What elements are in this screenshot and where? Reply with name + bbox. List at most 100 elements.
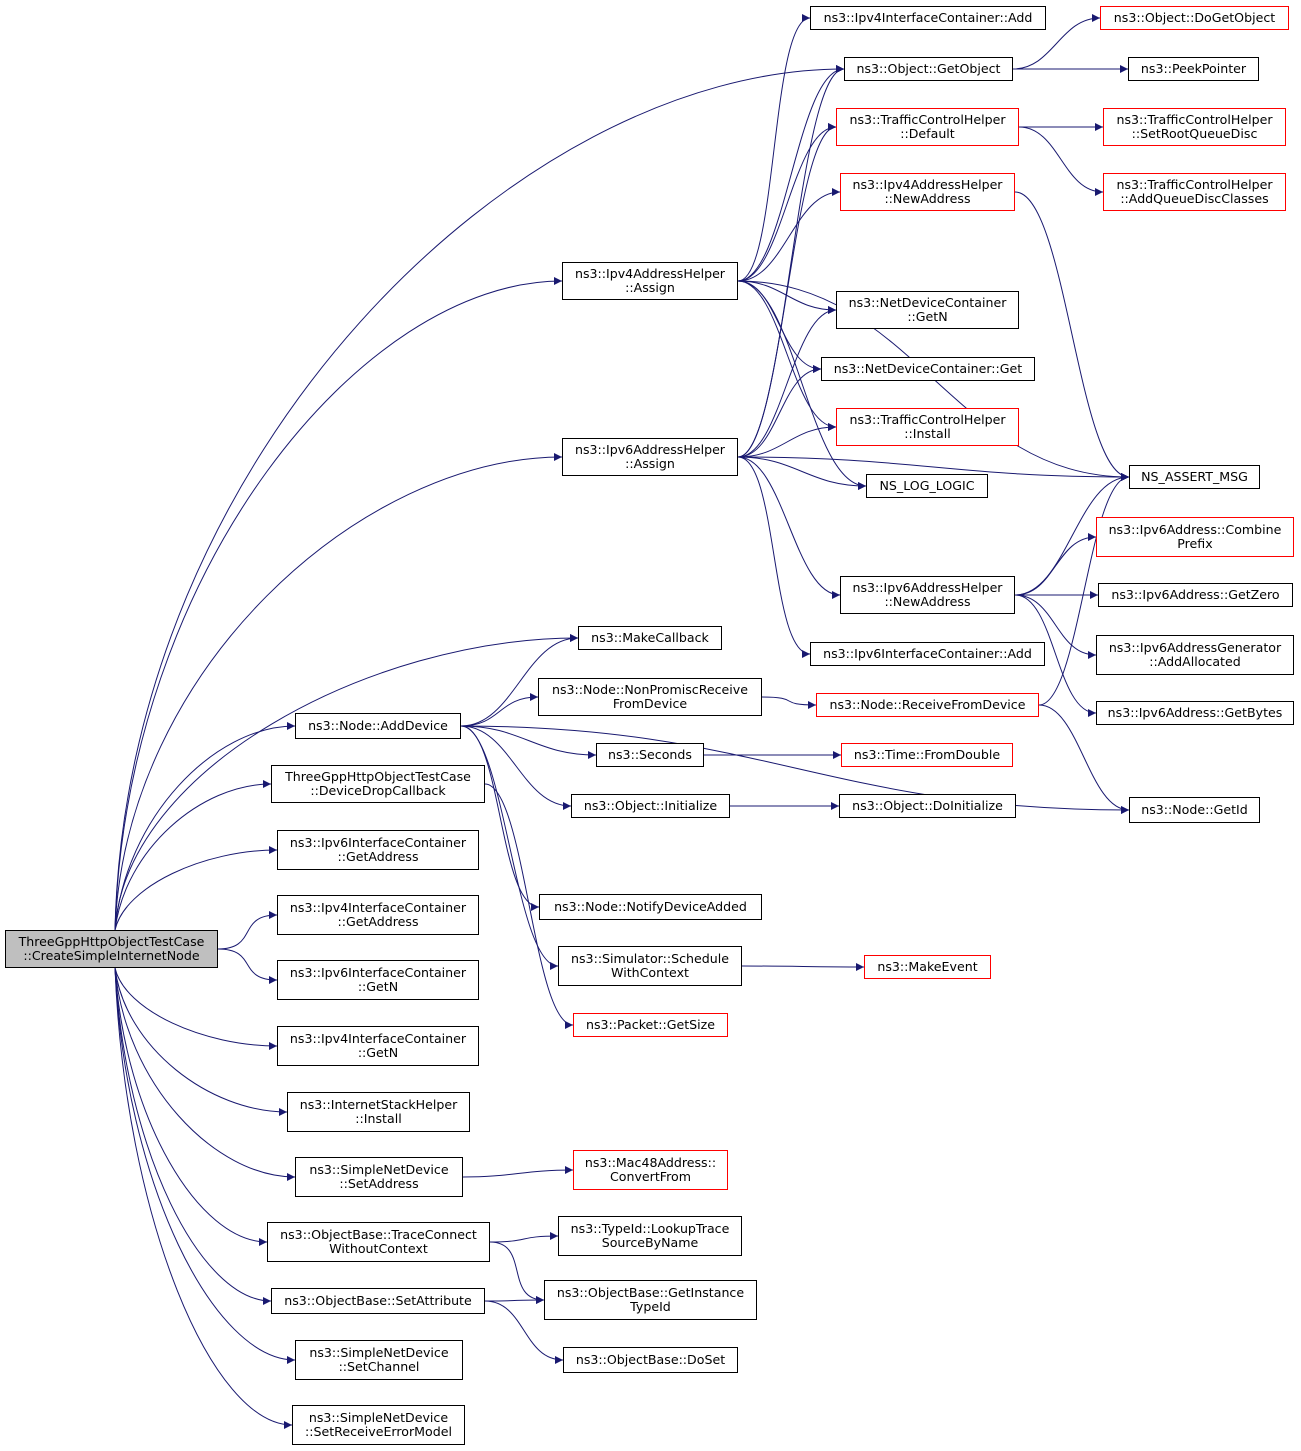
edge-v6ah-assign-to-ns-log-logic: [737, 456, 867, 490]
node-label-line: ns3::Node::NonPromiscReceive: [551, 681, 749, 697]
edge-root-to-v6ic-getn: [217, 948, 278, 984]
node-seconds[interactable]: ns3::Seconds: [596, 743, 704, 767]
node-label-line: ThreeGppHttpObjectTestCase: [285, 768, 471, 784]
edge-v4ah-assign-to-ndc-getn: [737, 280, 837, 314]
node-label-line: ns3::Seconds: [608, 746, 692, 762]
node-ns-assert-msg[interactable]: NS_ASSERT_MSG: [1129, 465, 1260, 489]
node-ish-install[interactable]: ns3::InternetStackHelper::Install: [287, 1092, 470, 1132]
node-ndc-get[interactable]: ns3::NetDeviceContainer::Get: [821, 357, 1035, 381]
node-label-line: ::GetN: [357, 979, 399, 994]
node-label-line: ns3::PeekPointer: [1140, 60, 1247, 76]
node-label-line: ns3::Ipv6Address::Combine: [1108, 521, 1282, 537]
node-snd-seterrormodel[interactable]: ns3::SimpleNetDevice::SetReceiveErrorMod…: [292, 1405, 465, 1445]
node-v6a-getzero[interactable]: ns3::Ipv6Address::GetZero: [1098, 583, 1293, 607]
node-label-line: ns3::Ipv4InterfaceContainer::Add: [823, 9, 1033, 25]
node-label-line: NS_LOG_LOGIC: [879, 477, 975, 493]
node-node-adddevice[interactable]: ns3::Node::AddDevice: [295, 713, 461, 739]
node-ndc-getn[interactable]: ns3::NetDeviceContainer::GetN: [836, 291, 1019, 329]
node-mac48-convertfrom[interactable]: ns3::Mac48Address::ConvertFrom: [573, 1150, 728, 1190]
edge-node-adddevice-to-makecallback: [460, 634, 579, 727]
node-v6ic-getn[interactable]: ns3::Ipv6InterfaceContainer::GetN: [277, 960, 479, 1000]
node-label-line: ::Assign: [625, 456, 675, 471]
node-label-line: ns3::Ipv6AddressHelper: [574, 441, 725, 457]
node-v4ah-assign[interactable]: ns3::Ipv4AddressHelper::Assign: [562, 262, 738, 300]
edge-v4ah-assign-to-tch-install: [737, 280, 837, 431]
edge-root-to-v4ah-assign: [114, 277, 563, 931]
node-node-notify[interactable]: ns3::Node::NotifyDeviceAdded: [539, 894, 762, 920]
node-label-line: ns3::Mac48Address::: [584, 1154, 717, 1170]
node-label-line: ::GetN: [357, 1045, 399, 1060]
node-v4ic-getaddress[interactable]: ns3::Ipv4InterfaceContainer::GetAddress: [277, 895, 479, 935]
node-ob-doset[interactable]: ns3::ObjectBase::DoSet: [563, 1347, 738, 1373]
node-v6a-getbytes[interactable]: ns3::Ipv6Address::GetBytes: [1096, 701, 1294, 725]
node-label-line: ::NewAddress: [884, 191, 971, 206]
node-v6ic-add[interactable]: ns3::Ipv6InterfaceContainer::Add: [810, 642, 1045, 666]
node-packet-getsize[interactable]: ns3::Packet::GetSize: [573, 1013, 728, 1037]
node-node-getid[interactable]: ns3::Node::GetId: [1129, 797, 1260, 823]
node-label-line: ::Default: [900, 126, 955, 141]
edge-node-nonpromisc-to-node-receive: [761, 696, 817, 709]
node-label-line: ns3::ObjectBase::TraceConnect: [280, 1226, 477, 1242]
node-node-receive[interactable]: ns3::Node::ReceiveFromDevice: [816, 693, 1039, 717]
node-label-line: ns3::Simulator::Schedule: [571, 950, 729, 966]
node-label-line: ns3::SimpleNetDevice: [309, 1344, 449, 1360]
node-ob-setattribute[interactable]: ns3::ObjectBase::SetAttribute: [271, 1288, 485, 1314]
node-obj-doinitialize[interactable]: ns3::Object::DoInitialize: [839, 794, 1016, 818]
node-obj-getobject[interactable]: ns3::Object::GetObject: [844, 57, 1013, 81]
node-snd-setaddress[interactable]: ns3::SimpleNetDevice::SetAddress: [295, 1157, 463, 1197]
edge-root-to-ob-setattribute: [114, 967, 272, 1305]
edge-node-adddevice-to-obj-initialize: [460, 725, 572, 810]
node-ns-log-logic[interactable]: NS_LOG_LOGIC: [866, 474, 988, 498]
node-label-line: ns3::TrafficControlHelper: [1116, 111, 1273, 127]
node-label-line: ns3::NetDeviceContainer: [848, 294, 1007, 310]
node-v4ic-add[interactable]: ns3::Ipv4InterfaceContainer::Add: [810, 6, 1046, 30]
node-label-line: ns3::TrafficControlHelper: [1116, 176, 1273, 192]
node-obj-dogetobject[interactable]: ns3::Object::DoGetObject: [1100, 6, 1289, 30]
node-v4ic-getn[interactable]: ns3::Ipv4InterfaceContainer::GetN: [277, 1026, 479, 1066]
node-label-line: ns3::Ipv4AddressHelper: [852, 176, 1003, 192]
node-v4ah-newaddress[interactable]: ns3::Ipv4AddressHelper::NewAddress: [840, 173, 1015, 211]
node-label-line: ::SetAddress: [339, 1176, 419, 1191]
node-label-line: ::GetAddress: [337, 849, 419, 864]
edge-v6ah-assign-to-tch-default: [737, 123, 837, 458]
node-v6ag-addallocated[interactable]: ns3::Ipv6AddressGenerator::AddAllocated: [1096, 635, 1294, 675]
node-tch-install[interactable]: ns3::TrafficControlHelper::Install: [836, 408, 1019, 446]
node-label-line: ns3::Ipv4InterfaceContainer: [289, 1030, 467, 1046]
node-label-line: ns3::Ipv4InterfaceContainer: [289, 899, 467, 915]
edge-root-to-v4ic-getaddress: [217, 911, 278, 950]
node-label-line: ns3::Ipv4AddressHelper: [574, 265, 725, 281]
node-peekpointer[interactable]: ns3::PeekPointer: [1128, 57, 1259, 81]
node-label-line: ns3::ObjectBase::SetAttribute: [284, 1292, 472, 1308]
edge-v6ah-assign-to-ndc-get: [737, 365, 822, 458]
node-label-line: Prefix: [1177, 536, 1213, 551]
node-label-line: WithoutContext: [329, 1241, 428, 1256]
node-devicedrop[interactable]: ThreeGppHttpObjectTestCase::DeviceDropCa…: [271, 765, 485, 803]
node-label-line: ::SetChannel: [338, 1359, 420, 1374]
edge-ob-traceconnect-to-typeid-lookup: [489, 1232, 559, 1243]
edge-sim-schedule-to-makeevent: [741, 962, 865, 971]
node-tch-setroot[interactable]: ns3::TrafficControlHelper::SetRootQueueD…: [1103, 108, 1286, 146]
node-label-line: ConvertFrom: [610, 1169, 691, 1184]
edge-v6ah-assign-to-ns-assert-msg: [737, 456, 1130, 481]
node-v6ah-assign[interactable]: ns3::Ipv6AddressHelper::Assign: [562, 438, 738, 476]
edge-root-to-snd-setaddress: [114, 967, 296, 1181]
node-v6ic-getaddress[interactable]: ns3::Ipv6InterfaceContainer::GetAddress: [277, 830, 479, 870]
node-tch-addqdc[interactable]: ns3::TrafficControlHelper::AddQueueDiscC…: [1103, 173, 1286, 211]
node-makecallback[interactable]: ns3::MakeCallback: [578, 626, 722, 650]
node-v6ah-newaddress[interactable]: ns3::Ipv6AddressHelper::NewAddress: [840, 576, 1015, 614]
node-label-line: ns3::Time::FromDouble: [853, 746, 1001, 762]
node-time-fromdouble[interactable]: ns3::Time::FromDouble: [841, 743, 1013, 767]
edge-devicedrop-to-packet-getsize: [484, 783, 574, 1029]
node-makeevent[interactable]: ns3::MakeEvent: [864, 955, 991, 979]
node-snd-setchannel[interactable]: ns3::SimpleNetDevice::SetChannel: [295, 1340, 463, 1380]
node-tch-default[interactable]: ns3::TrafficControlHelper::Default: [836, 108, 1019, 146]
edge-v6ah-newaddress-to-v6a-combine: [1014, 533, 1097, 596]
node-obj-initialize[interactable]: ns3::Object::Initialize: [571, 794, 730, 818]
